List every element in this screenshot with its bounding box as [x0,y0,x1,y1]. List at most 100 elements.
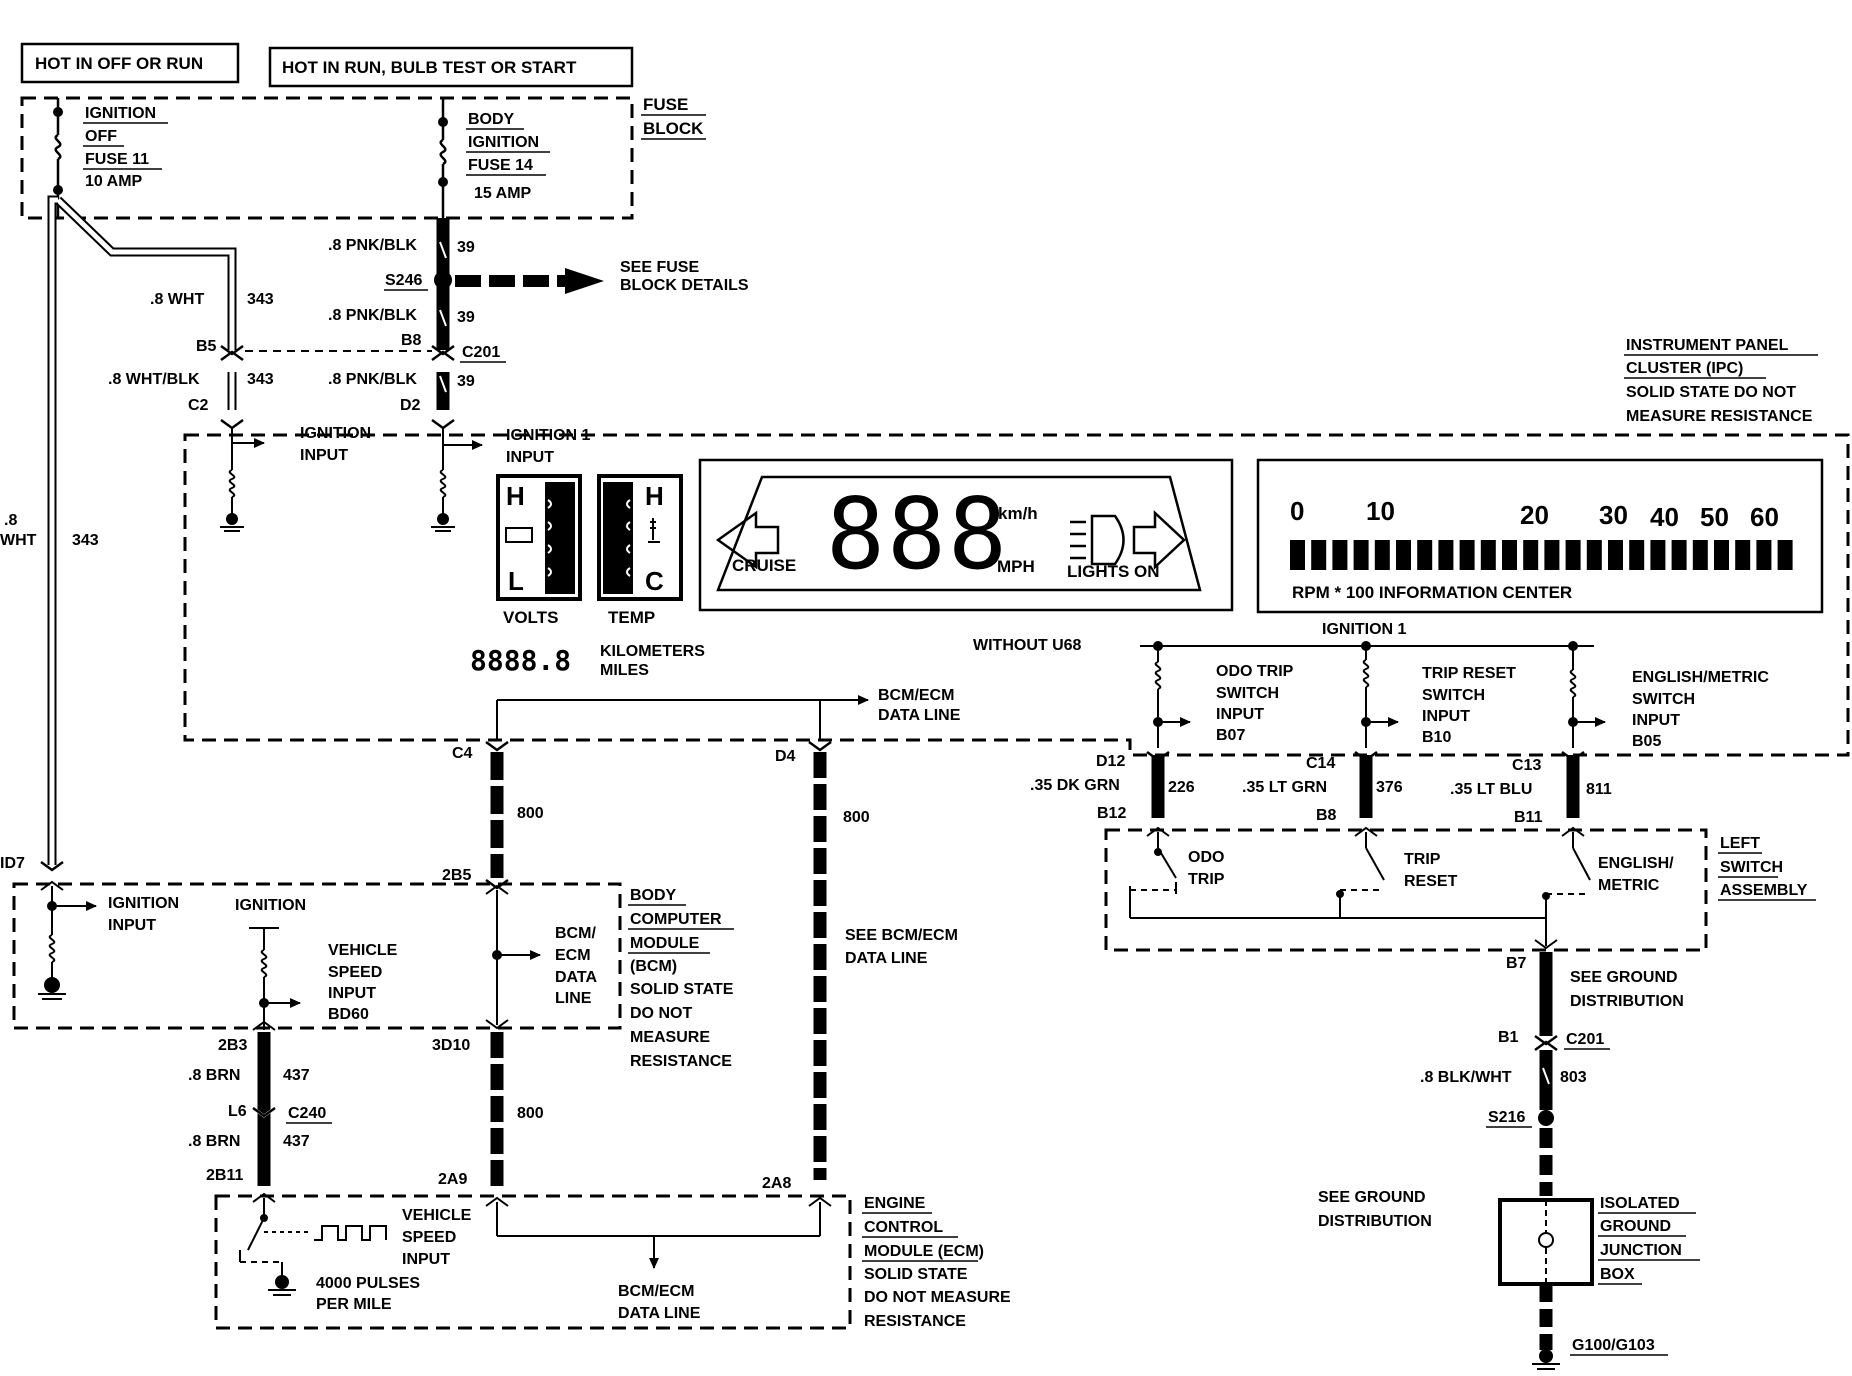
see-fuse-label: SEE FUSE [620,259,699,276]
see-bcm-label: SEE BCM/ECM [845,927,958,944]
svg-text:PER MILE: PER MILE [316,1296,392,1313]
tach-segment [1650,540,1666,570]
svg-text:B5: B5 [196,338,217,355]
ipc-label: CLUSTER (IPC) [1626,360,1743,377]
svg-text:LINE: LINE [555,990,592,1007]
svg-text:50: 50 [1700,502,1729,532]
svg-text:IGNITION 1: IGNITION 1 [506,427,591,444]
svg-text:2B3: 2B3 [218,1037,247,1054]
svg-text:SPEED: SPEED [402,1229,456,1246]
svg-text:IGNITION 1: IGNITION 1 [1322,621,1407,638]
svg-text:437: 437 [283,1133,310,1150]
svg-text:TRIP: TRIP [1404,851,1441,868]
svg-text:.8 WHT/BLK: .8 WHT/BLK [108,371,200,388]
svg-text:L: L [508,566,524,596]
left-switch-label: SWITCH [1720,859,1783,876]
svg-text:2A9: 2A9 [438,1171,467,1188]
svg-text:INPUT: INPUT [300,447,348,464]
tach-segment [1777,540,1793,570]
svg-text:C2: C2 [188,397,209,414]
svg-text:B8: B8 [401,332,422,349]
bcm-label: COMPUTER [630,911,722,928]
svg-text:IGNITION: IGNITION [300,425,371,442]
svg-text:SWITCH: SWITCH [1632,691,1695,708]
fuse-block-label: BLOCK [643,119,704,138]
c201-label: C201 [462,344,500,361]
tach-segment [1671,540,1687,570]
svg-text:2A8: 2A8 [762,1175,791,1192]
svg-text:ID7: ID7 [0,855,25,872]
ecm-label: ENGINE [864,1195,926,1212]
fuse11-label: FUSE 11 [85,151,149,168]
s216-splice [1538,1110,1554,1126]
svg-text:SEE GROUND: SEE GROUND [1570,969,1678,986]
svg-text:803: 803 [1560,1069,1587,1086]
svg-text:3D10: 3D10 [432,1037,470,1054]
temp-gauge: H C [597,474,683,601]
tach-segment [1714,540,1729,570]
hot-run-bulb-box [268,46,634,88]
svg-text:811: 811 [1586,781,1612,798]
svg-text:DISTRIBUTION: DISTRIBUTION [1318,1213,1432,1230]
svg-text:METRIC: METRIC [1598,877,1660,894]
g100-label: G100/G103 [1572,1337,1655,1354]
tach-segment [1459,540,1475,570]
left-switch-assembly-outline [1104,828,1708,952]
s216-label: S216 [1488,1109,1525,1126]
ecm-outline [214,1194,852,1330]
ipc-outline [183,433,1850,757]
svg-text:C4: C4 [452,745,473,762]
s246-label: S246 [385,272,422,289]
ecm-label: SOLID STATE [864,1266,968,1283]
svg-text:.8 BRN: .8 BRN [188,1133,240,1150]
svg-text:39: 39 [457,309,475,326]
cruise-label: CRUISE [732,556,796,575]
svg-text:40: 40 [1650,502,1679,532]
ecm-label: RESISTANCE [864,1313,966,1330]
svg-text:km/h: km/h [998,504,1038,523]
ecm-label: DO NOT MEASURE [864,1289,1011,1306]
ipc-label: SOLID STATE DO NOT [1626,384,1796,401]
tach-segment [1374,540,1390,570]
volts-label: VOLTS [503,608,558,627]
svg-text:SEE GROUND: SEE GROUND [1318,1189,1426,1206]
svg-text:IGNITION: IGNITION [235,897,306,914]
lights-on-label: LIGHTS ON [1067,562,1160,581]
svg-text:SWITCH: SWITCH [1216,685,1279,702]
tach-segment [1544,540,1560,570]
svg-text:376: 376 [1376,779,1403,796]
see-bcm-label: DATA LINE [845,950,928,967]
bcm-label: MODULE [630,935,700,952]
svg-text:INPUT: INPUT [1422,708,1470,725]
svg-text:RESET: RESET [1404,873,1458,890]
svg-text:B07: B07 [1216,727,1245,744]
svg-text:C13: C13 [1512,757,1541,774]
svg-text:B7: B7 [1506,955,1527,972]
svg-text:60: 60 [1750,502,1779,532]
svg-text:DATA: DATA [555,969,598,986]
svg-text:MILES: MILES [600,662,649,679]
svg-text:SPEED: SPEED [328,964,382,981]
tach-segment [1629,540,1645,570]
bcm-outline [12,882,622,1030]
isolated-label: BOX [1600,1266,1635,1283]
ipc-label: MEASURE RESISTANCE [1626,408,1813,425]
tach-segment [1692,540,1708,570]
tach-segment [1290,540,1305,570]
svg-text:VEHICLE: VEHICLE [402,1207,472,1224]
svg-text:.8 BLK/WHT: .8 BLK/WHT [1420,1069,1512,1086]
svg-text:TRIP: TRIP [1188,871,1225,888]
svg-text:B10: B10 [1422,729,1451,746]
tach-segment [1480,540,1496,570]
tach-segment [1523,540,1539,570]
svg-text:B05: B05 [1632,733,1661,750]
hot-off-run-box [20,42,240,84]
svg-text:INPUT: INPUT [402,1251,450,1268]
svg-text:39: 39 [457,373,475,390]
svg-text:C14: C14 [1306,755,1335,772]
svg-text:INPUT: INPUT [1216,706,1264,723]
bcm-label: BODY [630,887,677,904]
left-switch-label: ASSEMBLY [1720,882,1808,899]
